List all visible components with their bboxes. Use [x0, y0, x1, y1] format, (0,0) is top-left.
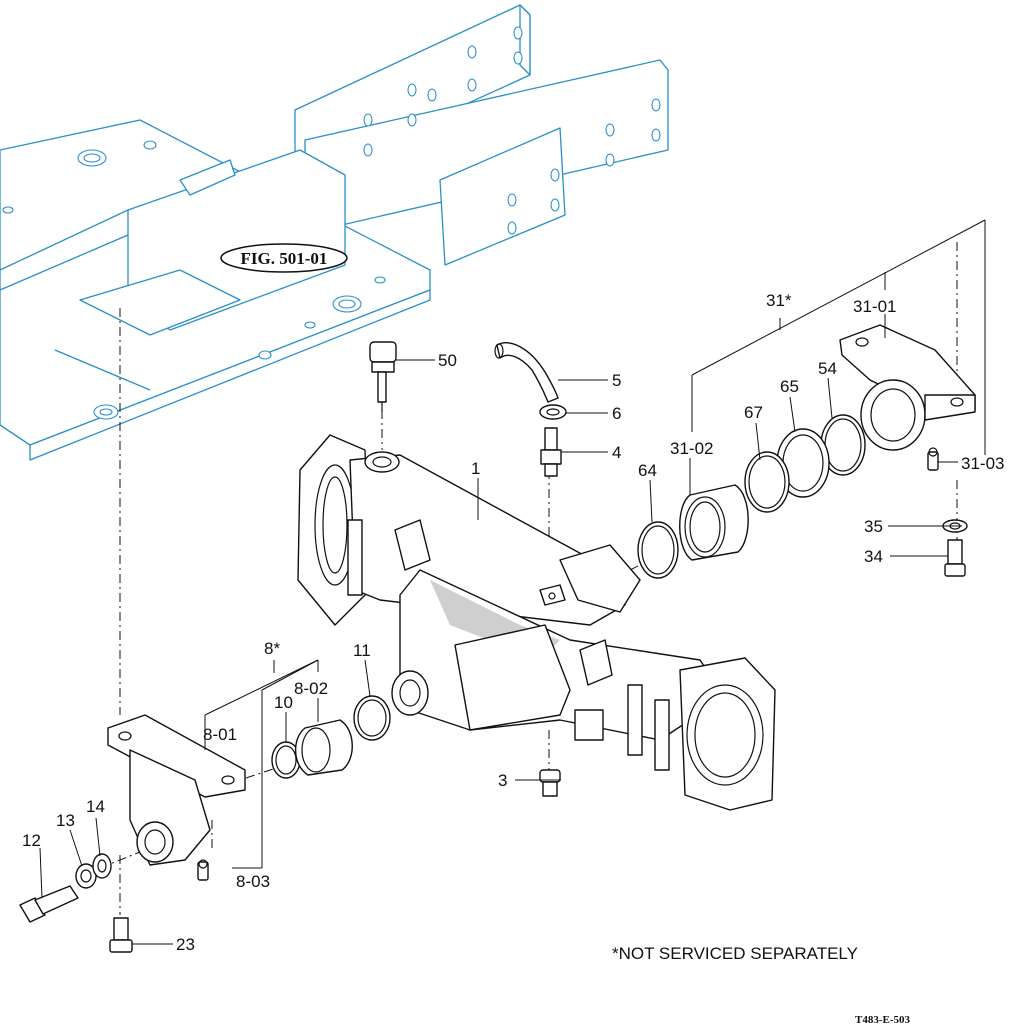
- part-5-hose: [494, 342, 559, 403]
- leader-lines: [39, 219, 986, 945]
- part-8-01-bracket: [107, 714, 246, 866]
- callout-5: 5: [612, 371, 621, 390]
- callout-12: 12: [22, 831, 41, 850]
- callout-65: 65: [780, 377, 799, 396]
- callout-8-01: 8-01: [203, 725, 237, 744]
- callout-31-03: 31-03: [961, 454, 1004, 473]
- callout-8-03: 8-03: [236, 872, 270, 891]
- part-31-01-bracket: [839, 324, 976, 451]
- figure-reference: FIG. 501-01: [220, 243, 348, 273]
- part-3-plug: [539, 769, 561, 797]
- callout-11: 11: [353, 641, 371, 660]
- part-23-bolt: [109, 917, 133, 953]
- callout-67: 67: [744, 403, 763, 422]
- not-serviced-note: *NOT SERVICED SEPARATELY: [612, 944, 858, 963]
- callout-labels: 50 5 6 4 1 31* 31-01 54 65 67 31-02 31-0…: [22, 291, 1004, 954]
- callout-23: 23: [176, 935, 195, 954]
- part-12-bolt: [19, 885, 79, 923]
- part-54-ring: [820, 414, 866, 476]
- part-11-ring: [353, 695, 391, 741]
- part-67-ring: [744, 451, 790, 513]
- callout-10: 10: [274, 693, 293, 712]
- callout-31-01: 31-01: [853, 297, 896, 316]
- part-6-clamp: [539, 404, 567, 420]
- part-64-ring: [637, 521, 679, 579]
- part-8-02-bushing: [294, 719, 353, 776]
- part-4-fitting: [540, 427, 562, 477]
- callout-6: 6: [612, 404, 621, 423]
- callout-31-02: 31-02: [670, 439, 713, 458]
- part-8-03-fitting: [197, 859, 209, 881]
- callout-54: 54: [818, 359, 837, 378]
- frame-assembly: [0, 4, 669, 461]
- figure-code: T483-E-503: [855, 1014, 911, 1026]
- callout-31-star: 31*: [766, 291, 792, 310]
- frame-holes: [2, 26, 661, 420]
- callout-14: 14: [86, 797, 105, 816]
- part-34-bolt: [944, 539, 966, 577]
- callout-8-star: 8*: [264, 639, 280, 658]
- callout-64: 64: [638, 461, 657, 480]
- callout-35: 35: [864, 517, 883, 536]
- callout-8-02: 8-02: [294, 679, 328, 698]
- part-31-03-fitting: [927, 447, 939, 471]
- callout-1: 1: [471, 459, 480, 478]
- callout-50: 50: [438, 351, 457, 370]
- part-14-washer: [92, 853, 112, 879]
- axle-housing: [297, 434, 776, 811]
- part-13-nut: [75, 863, 97, 889]
- callout-3: 3: [498, 771, 507, 790]
- figure-reference-label: FIG. 501-01: [241, 249, 328, 268]
- part-31-02-bushing: [679, 484, 749, 561]
- part-50-breather: [369, 341, 397, 412]
- callout-13: 13: [56, 811, 75, 830]
- callout-4: 4: [612, 443, 621, 462]
- callout-34: 34: [864, 547, 883, 566]
